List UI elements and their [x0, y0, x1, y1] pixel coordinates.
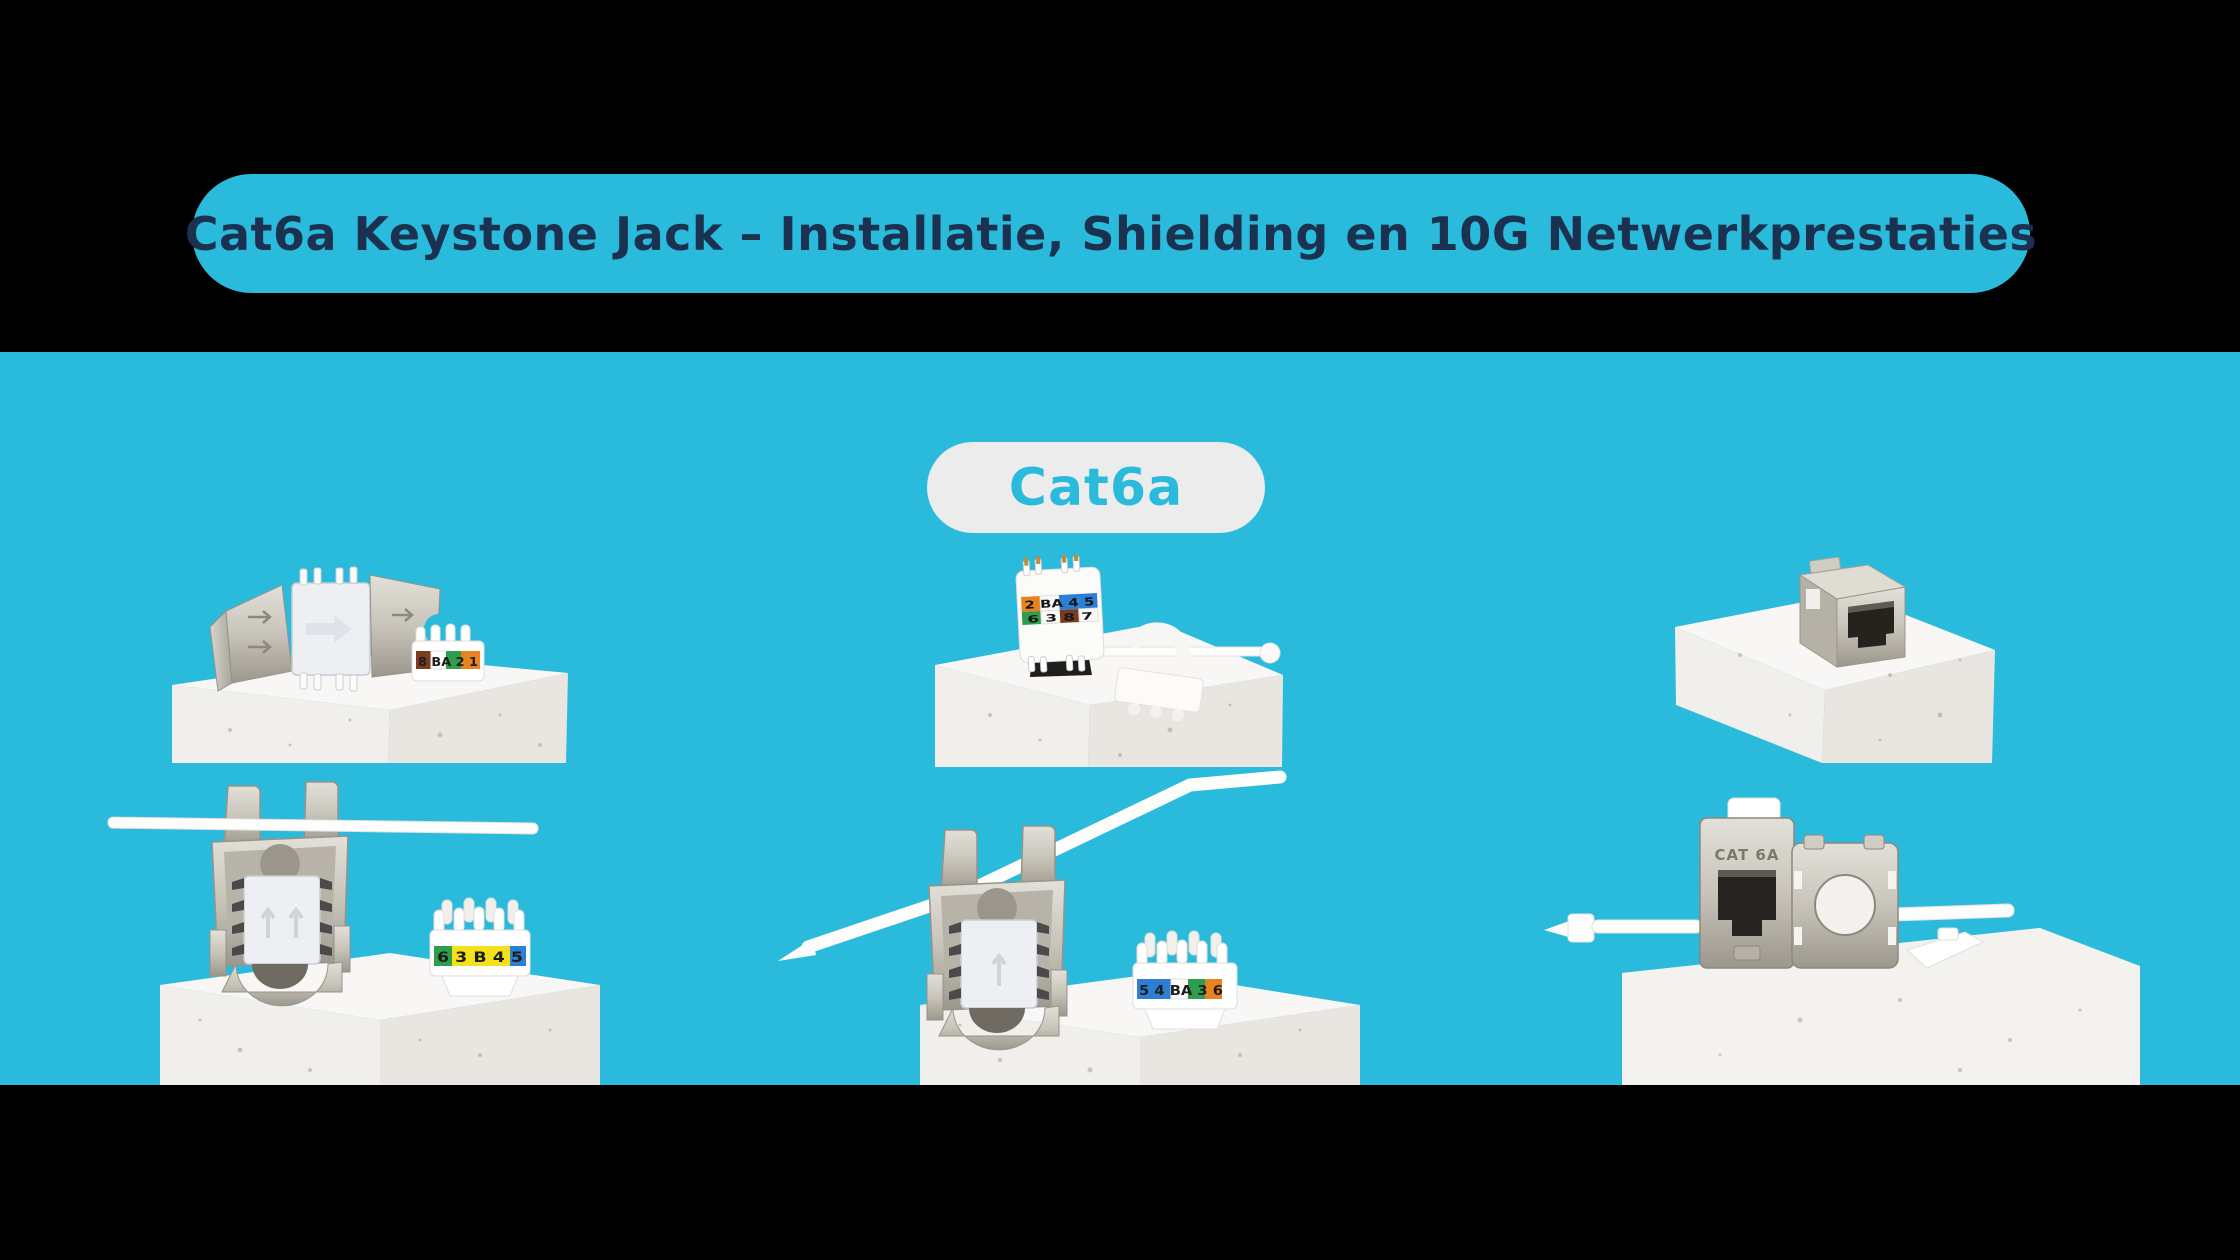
cap-teeth: [433, 897, 525, 935]
cat6a-emboss-text: CAT 6A: [1715, 846, 1780, 864]
keystone-jack-idc: 2 BA 4 5 6 3 8 7: [1015, 555, 1105, 677]
shield-back-piece: [1791, 834, 1899, 969]
cat6a-jack-front: CAT 6A: [1699, 797, 1795, 969]
category-badge: Cat6a: [927, 442, 1265, 533]
speckles: [1718, 998, 2082, 1072]
wiring-label-row1: 2 BA 4 5: [1024, 595, 1095, 612]
strain-relief-clip: [1114, 622, 1204, 721]
stage-background: Cat6a: [0, 352, 2240, 1085]
punchdown-cap-small: 8 BA 2 1: [411, 623, 485, 682]
cable-tie-left: [1544, 913, 1703, 943]
mounting-clip: [1906, 927, 1985, 969]
speckles: [228, 713, 542, 747]
open-shielded-jack-upright: [209, 781, 351, 1007]
cap-label-text: 5 4 BA 3 6: [1139, 984, 1223, 999]
speckles: [958, 1023, 1302, 1073]
idc-pins: [299, 566, 358, 692]
cap-teeth: [1136, 930, 1228, 968]
open-shielded-jack-upright: [926, 825, 1068, 1051]
open-shielded-jack-lying: [209, 566, 454, 692]
side-pins: [949, 922, 1049, 1000]
product-photo-open-jack-long-tie: 5 4 BA 3 6: [778, 770, 1360, 1085]
title-banner: Cat6a Keystone Jack – Installatie, Shiel…: [185, 174, 2037, 293]
punchdown-cap: 5 4 BA 3 6: [1132, 930, 1238, 1030]
product-photo-open-jack-upright: 6 3 B 4 5: [107, 781, 600, 1085]
cable-tie: [107, 816, 539, 835]
wiring-label-row2: 6 3 8 7: [1027, 611, 1094, 625]
speckles: [1738, 653, 1962, 742]
cap-label-text: 8 BA 2 1: [418, 655, 478, 669]
cable-tie-right: [1891, 903, 2015, 922]
punchdown-cap: 6 3 B 4 5: [429, 897, 531, 997]
cap-label-text: 6 3 B 4 5: [437, 950, 523, 966]
side-pins: [232, 878, 332, 956]
product-photo-open-jack-side: 8 BA 2 1: [172, 566, 568, 763]
concrete-block: [935, 623, 1283, 767]
shielded-coupler: [1798, 556, 1907, 668]
title-text: Cat6a Keystone Jack – Installatie, Shiel…: [184, 206, 2038, 261]
wiring-label: 2 BA 4 5 6 3 8 7: [1021, 593, 1099, 626]
speckles: [988, 703, 1232, 757]
product-photo-shielded-coupler: [1675, 556, 1995, 763]
speckles: [198, 1018, 552, 1072]
cable-tie-long: [778, 770, 1287, 961]
category-badge-label: Cat6a: [1008, 457, 1184, 518]
product-photo-jack-with-tie: 2 BA 4 5 6 3 8 7: [935, 555, 1283, 767]
gold-pins: [1022, 555, 1086, 673]
product-photo-jack-front-and-shield: CAT 6A: [1544, 797, 2140, 1085]
